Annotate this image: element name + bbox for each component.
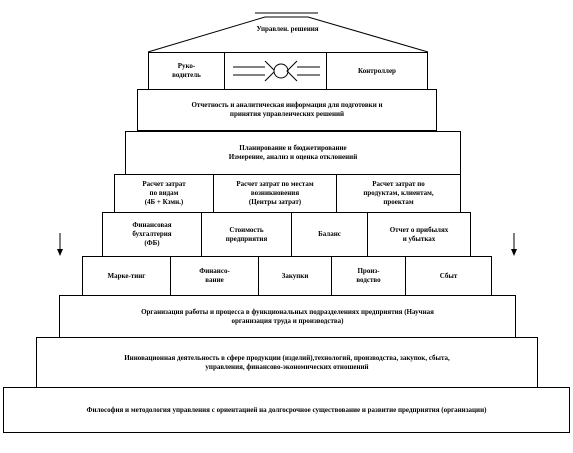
- cost-by-product-box: Расчет затрат по продуктам, клиентам, пр…: [336, 174, 461, 213]
- sales-box: Сбыт: [405, 256, 492, 296]
- financial-accounting-box: Финансовая бухгалтерия (ФБ): [102, 212, 202, 257]
- balance-box: Баланс: [291, 212, 368, 257]
- cost-by-type-box: Расчет затрат по видам (4Б + Кзмн.): [114, 174, 214, 213]
- exchange-arrows-box: [224, 52, 327, 90]
- procurement-box: Закупки: [258, 256, 332, 296]
- enterprise-value-box: Стоимость предприятия: [201, 212, 292, 257]
- cost-by-center-box: Расчет затрат по местам возникновения (Ц…: [213, 174, 337, 213]
- leader-box: Руко- водитель: [148, 52, 225, 90]
- planning-budgeting-box: Планирование и бюджетирование Измерение,…: [125, 131, 461, 175]
- management-philosophy-box: Философия и методология управления с ори…: [3, 387, 570, 433]
- left-arrow-head: [57, 249, 63, 256]
- controller-box: Контроллер: [326, 52, 428, 90]
- roof-label: Управлен. решения: [256, 24, 319, 33]
- innovation-activity-box: Инновационная деятельность в сфере проду…: [36, 337, 538, 388]
- production-box: Произ- водство: [331, 256, 406, 296]
- bidirectional-arrows-icon: [233, 60, 320, 82]
- marketing-box: Марке-тинг: [82, 256, 171, 296]
- right-arrow-head: [511, 249, 517, 256]
- financing-box: Финансо- вание: [170, 256, 259, 296]
- reporting-analytics-box: Отчетность и аналитическая информация дл…: [137, 89, 437, 131]
- work-organization-box: Организация работы и процесса в функцион…: [59, 295, 516, 338]
- profit-loss-box: Отчет о прибылях и убытках: [367, 212, 471, 257]
- roof-outline: [147, 16, 429, 53]
